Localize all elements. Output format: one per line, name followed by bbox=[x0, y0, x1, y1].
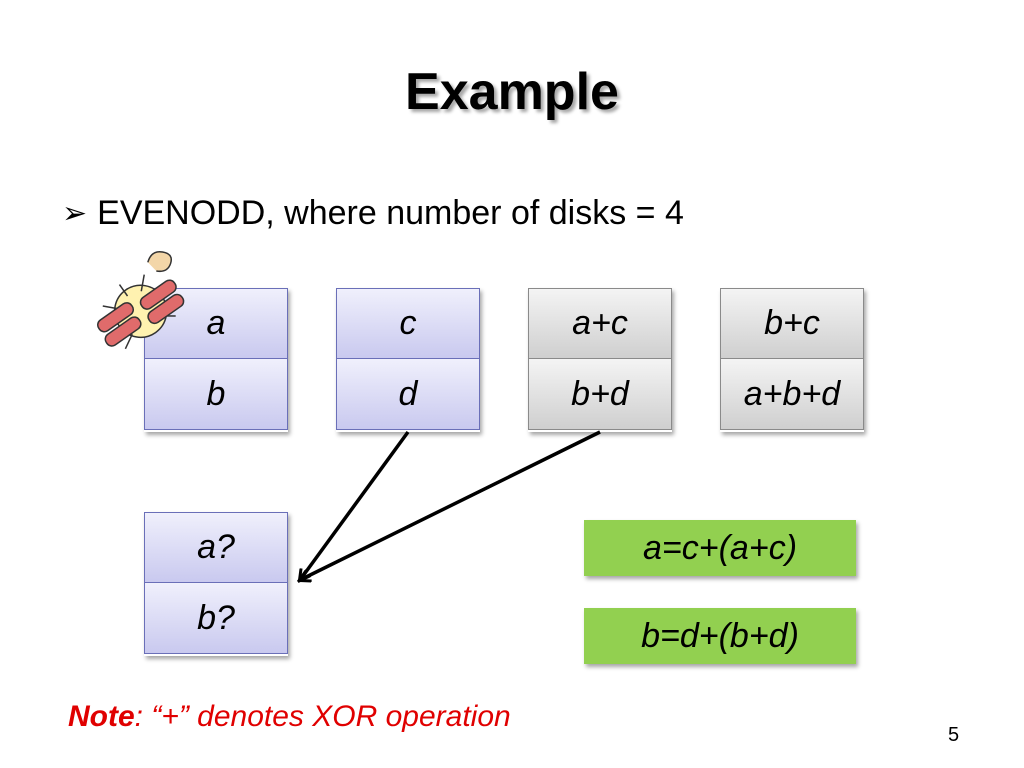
note-label: Note bbox=[68, 700, 135, 733]
bullet-arrow-icon: ➢ bbox=[62, 196, 88, 230]
page-number: 5 bbox=[948, 724, 960, 746]
disk-cell: c bbox=[336, 288, 480, 359]
note: Note: “+” denotes XOR operation bbox=[68, 700, 511, 734]
exploding-dynamite-icon bbox=[97, 250, 185, 350]
disk-cell: a? bbox=[144, 512, 288, 583]
bullet-point: ➢ EVENODD, where number of disks = 4 bbox=[62, 188, 684, 238]
disk-cell: b bbox=[144, 359, 288, 430]
recovered-disk: a? b? bbox=[144, 512, 288, 656]
disk-cell: b? bbox=[144, 583, 288, 654]
recovery-arrow-from-d bbox=[300, 430, 410, 580]
disk-cell: d bbox=[336, 359, 480, 430]
note-text: : “+” denotes XOR operation bbox=[134, 700, 511, 733]
slide-title: Example bbox=[405, 63, 619, 121]
equation-box: b=d+(b+d) bbox=[584, 608, 856, 664]
disk-cell: b+d bbox=[528, 359, 672, 430]
disk-1: a b bbox=[144, 288, 288, 432]
bullet-text: EVENODD, where number of disks = 4 bbox=[97, 193, 684, 232]
disk-cell: a+c bbox=[528, 288, 672, 359]
recovery-arrow-from-parity bbox=[300, 430, 601, 580]
disk-2: c d bbox=[336, 288, 480, 432]
disk-cell: b+c bbox=[720, 288, 864, 359]
equation-box: a=c+(a+c) bbox=[584, 520, 856, 576]
disk-4-parity: b+c a+b+d bbox=[720, 288, 864, 432]
disk-cell: a+b+d bbox=[720, 359, 864, 430]
disk-3-parity: a+c b+d bbox=[528, 288, 672, 432]
